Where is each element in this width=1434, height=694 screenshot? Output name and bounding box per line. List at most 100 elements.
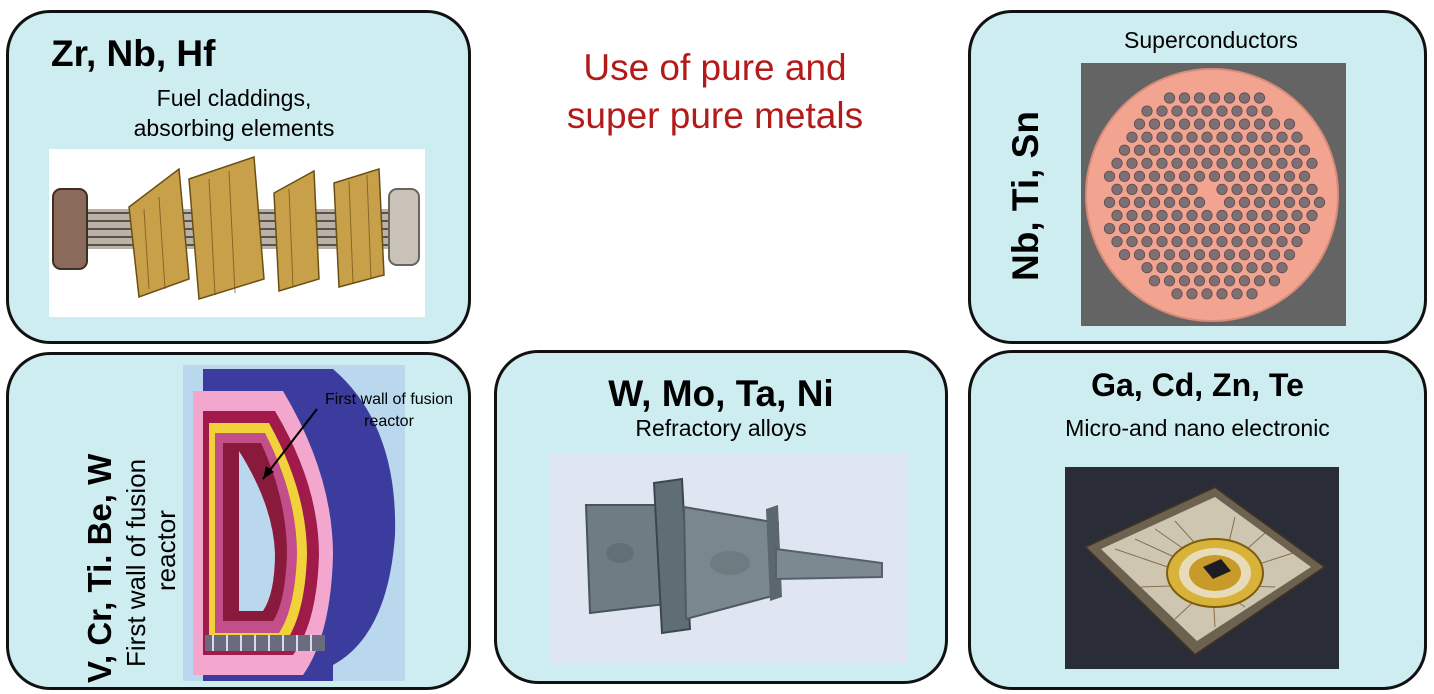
filament-bundle (1253, 170, 1266, 182)
filament-bundle (1141, 131, 1153, 143)
panel-caption: Superconductors (1124, 27, 1298, 53)
filament-bundle (1178, 92, 1191, 104)
filament-bundle (1216, 262, 1228, 274)
filament-bundle (1156, 157, 1168, 169)
filament-bundle (1148, 249, 1161, 261)
filament-bundle (1216, 236, 1228, 248)
filament-bundle (1178, 118, 1191, 130)
filament-bundle (1268, 275, 1281, 287)
filament-bundle (1306, 209, 1318, 222)
filament-bundle (1246, 105, 1258, 117)
filament-bundle (1141, 157, 1153, 169)
filament-bundle (1171, 157, 1183, 169)
filament-bundle (1148, 223, 1161, 235)
filament-bundle (1276, 262, 1288, 274)
filament-bundle (1148, 144, 1161, 156)
filament-bundle (1261, 157, 1273, 169)
filament-bundle (1216, 157, 1228, 169)
panel-caption-line1: First wall of fusion (121, 458, 151, 667)
filament-bundle (1148, 118, 1161, 130)
filament-bundle (1201, 105, 1213, 117)
filament-bundle (1208, 92, 1221, 104)
filament-bundle (1231, 157, 1243, 169)
filament-bundle (1133, 223, 1146, 235)
fusion-reactor-image: First wall of fusion reactor (183, 365, 453, 681)
filament-bundle (1156, 236, 1168, 248)
filament-bundle (1223, 249, 1236, 261)
callout-label-line2: reactor (364, 413, 414, 430)
page-title-line1: Use of pure and (583, 47, 847, 88)
filament-bundle (1193, 275, 1206, 287)
filament-bundle (1283, 249, 1296, 261)
microchip-image (1065, 467, 1339, 669)
page-title: Use of pure and super pure metals (520, 44, 910, 140)
filament-bundle (1118, 196, 1131, 208)
filament-bundle (1111, 209, 1123, 222)
panel-elements-label: Nb, Ti, Sn (1005, 111, 1046, 281)
callout-label-line1: First wall of fusion (324, 391, 454, 408)
filament-bundle (1163, 170, 1176, 182)
fuel-assembly-image (49, 149, 425, 317)
filament-bundle (1223, 92, 1236, 104)
filament-bundle (1283, 118, 1296, 130)
filament-bundle (1163, 92, 1176, 104)
filament-bundle (1283, 223, 1296, 235)
filament-bundle (1178, 275, 1191, 287)
filament-bundle (1306, 183, 1318, 196)
panel-caption: Micro-and nano electronic (1065, 415, 1330, 441)
filament-bundle (1208, 275, 1221, 287)
filament-bundle (1178, 196, 1191, 208)
filament-bundle (1118, 249, 1131, 261)
filament-bundle (1268, 196, 1281, 208)
filament-bundle (1171, 262, 1183, 274)
filament-bundle (1148, 196, 1161, 208)
filament-bundle (1291, 157, 1303, 169)
filament-bundle (1306, 157, 1318, 169)
filament-bundle (1276, 236, 1288, 248)
filament-bundle (1171, 131, 1183, 143)
filament-bundle (1313, 196, 1326, 208)
filament-bundle (1291, 131, 1303, 143)
filament-bundle (1111, 157, 1123, 169)
filament-bundle (1246, 183, 1258, 196)
panel-refractory-alloys: W, Mo, Ta, Ni Refractory alloys (494, 350, 948, 684)
filament-bundle (1156, 209, 1168, 222)
filament-bundle (1238, 196, 1251, 208)
filament-bundle (1186, 183, 1198, 196)
filament-bundle (1268, 249, 1281, 261)
filament-bundle (1186, 131, 1198, 143)
panel-elements-label: V, Cr, Ti. Be, W (81, 453, 118, 683)
filament-bundle (1216, 209, 1228, 222)
filament-bundle (1133, 196, 1146, 208)
filament-bundle (1268, 223, 1281, 235)
filament-bundle (1276, 131, 1288, 143)
filament-bundle (1246, 131, 1258, 143)
filament-bundle (1223, 170, 1236, 182)
filament-bundle (1238, 249, 1251, 261)
filament-bundle (1201, 157, 1213, 169)
filament-bundle (1231, 105, 1243, 117)
filament-bundle (1231, 131, 1243, 143)
filament-bundle (1118, 223, 1131, 235)
filament-bundle (1126, 209, 1138, 222)
filament-bundle (1193, 144, 1206, 156)
filament-bundle (1231, 262, 1243, 274)
filament-bundle (1216, 131, 1228, 143)
panel-superconductors: Superconductors Nb, Ti, Sn (968, 10, 1427, 344)
panel-elements-label: W, Mo, Ta, Ni (608, 373, 834, 414)
filament-bundle (1201, 131, 1213, 143)
filament-bundle (1103, 196, 1116, 208)
filament-bundle (1141, 105, 1153, 117)
filament-bundle (1291, 236, 1303, 248)
filament-bundle (1111, 236, 1123, 248)
callout-label: First wall of fusion reactor (309, 389, 468, 433)
filament-bundle (1253, 196, 1266, 208)
filament-bundle (1298, 223, 1311, 235)
filament-bundle (1216, 105, 1228, 117)
filament-bundle (1261, 236, 1273, 248)
filament-bundle (1201, 236, 1213, 248)
filament-bundle (1118, 144, 1131, 156)
filament-bundle (1156, 183, 1168, 196)
filament-bundle (1246, 157, 1258, 169)
filament-bundle (1193, 196, 1206, 208)
